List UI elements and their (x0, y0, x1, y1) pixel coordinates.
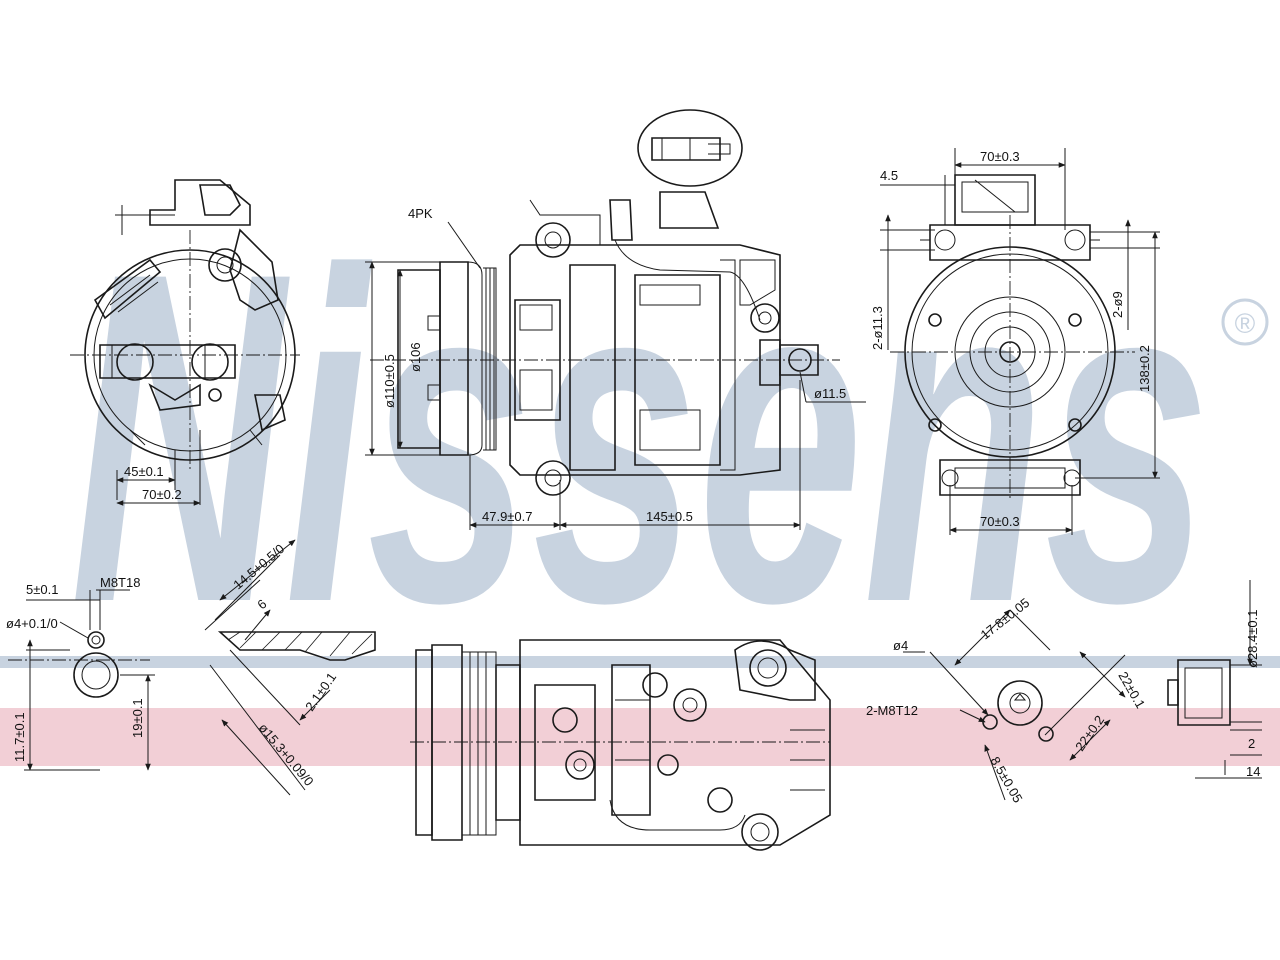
dim-45: 45±0.1 (124, 464, 164, 479)
side-view (365, 109, 866, 530)
dim-11-7: 11.7±0.1 (12, 712, 27, 762)
port-detail (8, 589, 155, 771)
pink-band (0, 708, 1280, 766)
dia-106: ø106 (408, 342, 423, 372)
bottom-view (410, 639, 831, 851)
dim-4-5: 4.5 (880, 168, 898, 183)
flange-detail (903, 609, 1126, 801)
thread-m8t18-left: M8T18 (100, 575, 140, 590)
dia-11-5: ø11.5 (814, 386, 846, 401)
dim-14: 14 (1246, 764, 1260, 779)
left-view (70, 179, 300, 506)
dia-4-port: ø4+0.1/0 (6, 616, 58, 631)
svg-text:®: ® (1235, 308, 1256, 339)
dia-110: ø110±0.5 (382, 354, 397, 408)
dim-145: 145±0.5 (646, 509, 693, 524)
small-side-detail (1167, 580, 1262, 779)
section-detail (204, 539, 376, 796)
belt-label: 4PK (408, 206, 433, 221)
dia-4-flange: ø4 (893, 638, 908, 653)
dim-70-left: 70±0.2 (142, 487, 182, 502)
dim-70-top: 70±0.3 (980, 149, 1020, 164)
dim-5: 5±0.1 (26, 582, 58, 597)
dim-19: 19±0.1 (130, 698, 145, 738)
front-view (880, 148, 1160, 535)
dim-70-bottom: 70±0.3 (980, 514, 1020, 529)
dim-47-9: 47.9±0.7 (482, 509, 533, 524)
registered-mark-icon: ® (1221, 298, 1269, 346)
dia-28-4: ø28.4±0.1 (1245, 610, 1260, 668)
thread-m8t12: 2-M8T12 (866, 703, 918, 718)
holes-11-3: 2-ø11.3 (870, 306, 885, 350)
dim-138: 138±0.2 (1137, 345, 1152, 392)
holes-9: 2-ø9 (1110, 291, 1125, 318)
dim-2: 2 (1248, 736, 1255, 751)
